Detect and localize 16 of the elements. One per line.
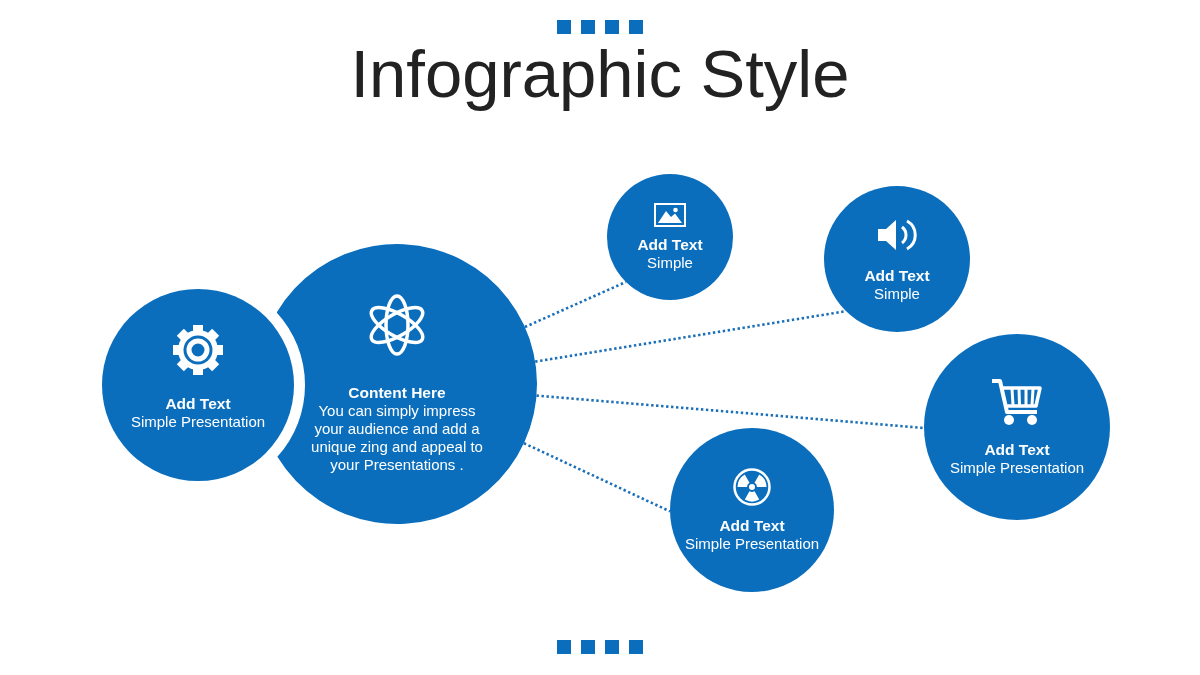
node-text: Simple — [647, 253, 693, 272]
dotted-connector — [524, 280, 627, 329]
dotted-connector — [536, 394, 925, 430]
node-heading: Add Text — [165, 393, 231, 413]
node-heading: Content Here — [348, 383, 446, 402]
node-heading: Add Text — [719, 515, 785, 535]
dotted-connector — [535, 309, 847, 363]
dotted-connector — [523, 442, 671, 513]
node-heading: Add Text — [984, 439, 1050, 459]
node-text: Simple Presentation — [684, 534, 820, 553]
node-heading: Add Text — [637, 234, 703, 254]
node-text: Simple — [874, 284, 920, 303]
node-text: Simple Presentation — [949, 458, 1085, 477]
node-heading: Add Text — [864, 265, 930, 285]
node-text: You can simply impress your audience and add a unique zing and appeal to your Presentations . — [310, 402, 484, 474]
node-text: Simple Presentation — [130, 412, 266, 431]
